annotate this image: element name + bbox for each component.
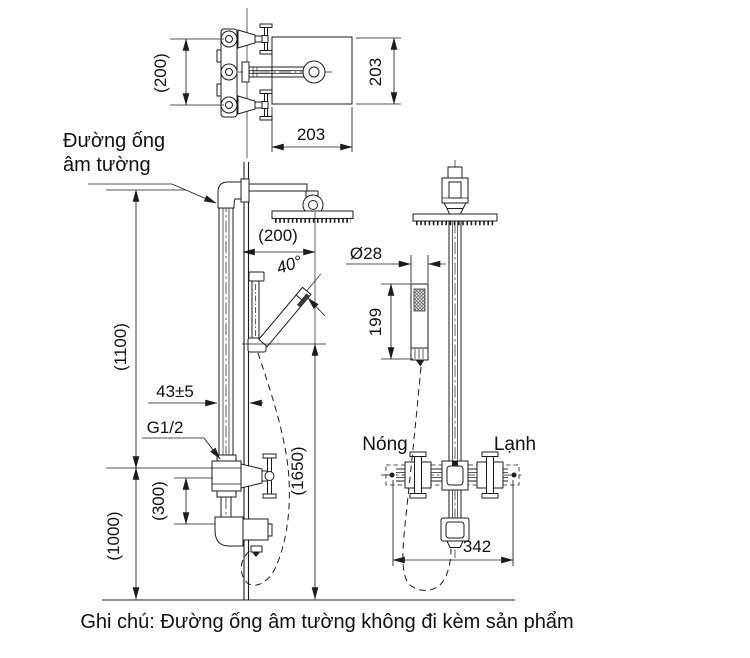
shower-arm-top bbox=[238, 60, 332, 84]
cold-handle bbox=[476, 451, 504, 499]
lower-elbow bbox=[214, 516, 244, 547]
dim-arm-reach: (200) bbox=[258, 226, 298, 245]
outlet-body bbox=[242, 518, 269, 541]
dim-handshower-diameter: Ø28 bbox=[350, 244, 382, 263]
label-leader bbox=[88, 183, 217, 204]
top-view-dimensions: (200) 203 203 bbox=[151, 37, 401, 152]
side-view-dimensions: (1100) (1000) (300) 43±5 G1/2 (200) 40° … bbox=[104, 189, 326, 600]
dim-holder-height: (1650) bbox=[288, 446, 307, 495]
dim-handshower-angle: 40° bbox=[274, 252, 305, 278]
wall-elbow-front bbox=[441, 166, 469, 215]
dim-plate-width: 203 bbox=[297, 125, 325, 144]
rain-head-side bbox=[271, 210, 354, 219]
dim-handshower-length: 199 bbox=[366, 308, 385, 336]
label-cold: Lạnh bbox=[494, 434, 536, 455]
mixer-valve-front bbox=[381, 451, 524, 499]
arm-flange bbox=[240, 178, 250, 203]
valve-manifold bbox=[216, 28, 238, 118]
dim-plate-height: 203 bbox=[366, 58, 385, 86]
concealed-pipe-label: Đường ống âm tường bbox=[63, 130, 217, 204]
top-view: (200) 203 203 bbox=[151, 8, 401, 158]
label-hot: Nóng bbox=[362, 434, 407, 455]
label-line1: Đường ống bbox=[63, 130, 165, 152]
footnote: Ghi chú: Đường ống âm tường không đi kèm… bbox=[80, 611, 573, 633]
hand-shower-front bbox=[410, 283, 429, 367]
dim-pipe-rise: (1100) bbox=[111, 323, 130, 371]
lower-pipe-and-spout bbox=[214, 497, 273, 557]
hose-connector bbox=[250, 545, 263, 553]
concealed-pipe bbox=[218, 200, 234, 466]
shower-arm-side bbox=[217, 178, 354, 223]
front-view-dimensions: Ø28 199 342 Nóng Lạnh bbox=[346, 244, 536, 566]
riser-pipe-front bbox=[448, 221, 462, 462]
valve-handle-bottom bbox=[237, 89, 273, 121]
dim-spout-drop: (300) bbox=[149, 481, 168, 521]
dim-port-spacing: (200) bbox=[151, 53, 170, 93]
shower-hose-side bbox=[240, 352, 290, 586]
hot-inlet-point bbox=[389, 472, 395, 478]
shower-hose-front bbox=[402, 366, 452, 591]
escutcheon-plate bbox=[271, 36, 353, 105]
label-line2: âm tường bbox=[63, 154, 151, 176]
dim-thread: G1/2 bbox=[147, 418, 184, 437]
valve-handle-top bbox=[237, 23, 273, 55]
hand-shower-side bbox=[258, 273, 322, 348]
dim-pipe-offset: 43±5 bbox=[156, 382, 194, 401]
diverter-box bbox=[440, 490, 470, 548]
front-view: Ø28 199 342 Nóng Lạnh bbox=[346, 160, 536, 591]
stop-valve-side bbox=[211, 453, 277, 499]
hot-handle bbox=[404, 451, 432, 499]
spray-face bbox=[413, 288, 426, 312]
elbow bbox=[217, 181, 243, 209]
rain-head-front bbox=[412, 213, 498, 226]
angle-leader bbox=[307, 297, 326, 317]
side-view: (1100) (1000) (300) 43±5 G1/2 (200) 40° … bbox=[63, 130, 515, 601]
cold-inlet-point bbox=[511, 472, 517, 478]
dim-inlet-spacing: 342 bbox=[463, 537, 491, 556]
dim-valve-height: (1000) bbox=[104, 511, 123, 560]
